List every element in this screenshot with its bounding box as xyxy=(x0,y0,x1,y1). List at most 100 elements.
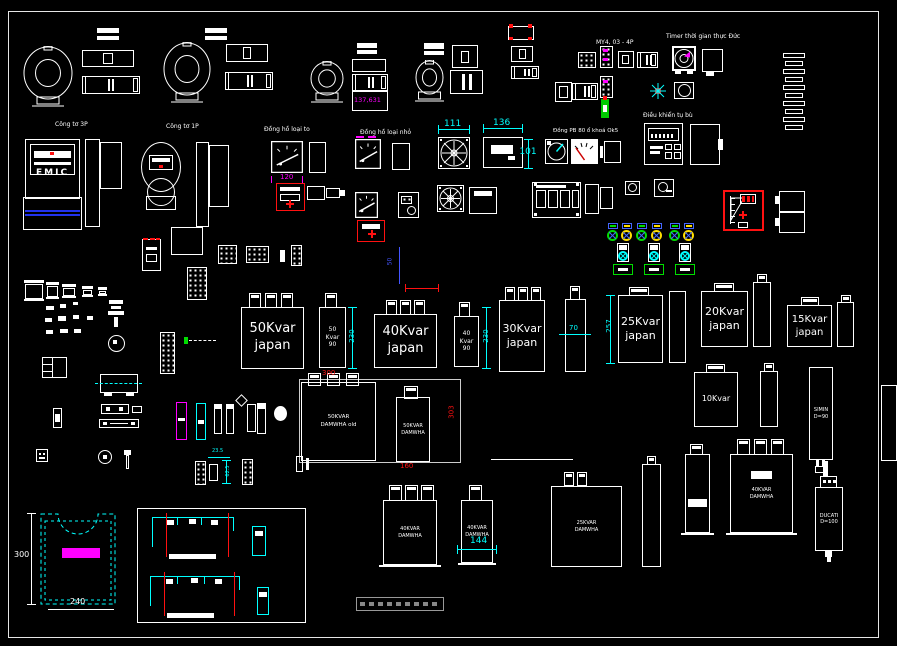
dim-line[interactable] xyxy=(31,513,32,605)
cap-40kvar-japan-part[interactable] xyxy=(388,302,395,305)
busbar-assembly[interactable] xyxy=(152,517,234,518)
magenta-dash[interactable] xyxy=(368,136,376,138)
cooling-fan-small[interactable] xyxy=(437,185,464,212)
busbar-assembly-part[interactable] xyxy=(233,517,234,531)
pilot-lamp-green-part[interactable] xyxy=(669,230,680,241)
cap-25kvar-damwha-part[interactable] xyxy=(566,474,572,477)
pilot-lamp-green-part[interactable] xyxy=(672,225,678,227)
dim-line-blue[interactable] xyxy=(399,247,400,284)
louvre-stack-part[interactable] xyxy=(785,109,803,114)
cap-50kvar-damwha-part[interactable] xyxy=(406,388,416,391)
connector-inner[interactable] xyxy=(519,49,526,59)
round-part[interactable] xyxy=(108,335,125,352)
busbar-assembly-part[interactable] xyxy=(176,517,178,525)
cap-50kvar-damwha-old-part[interactable] xyxy=(310,375,319,378)
terminal-grid[interactable] xyxy=(195,461,206,485)
terminal-grid[interactable] xyxy=(246,246,269,263)
cap-40kvar-damwha-big-part[interactable] xyxy=(737,439,750,455)
my4-relay[interactable] xyxy=(578,52,596,68)
compartment-divider[interactable] xyxy=(42,364,52,365)
support-foot[interactable] xyxy=(104,393,112,396)
cap-40kvar-damwha-b-part[interactable] xyxy=(471,487,480,490)
dots-box[interactable] xyxy=(36,449,48,462)
dim-line[interactable] xyxy=(457,549,497,550)
plc-strip[interactable] xyxy=(536,185,566,188)
emic-terminal-cover[interactable] xyxy=(23,197,82,230)
cap-10kvar[interactable]: 10Kvar xyxy=(694,372,738,427)
dot-bar[interactable] xyxy=(39,457,45,459)
cap-cylinder[interactable] xyxy=(642,464,661,567)
louvre-stack-part[interactable] xyxy=(785,93,803,98)
fuse-window[interactable] xyxy=(198,420,204,424)
relay-side-part[interactable] xyxy=(640,53,641,67)
pilot-lamp-yellow-part[interactable] xyxy=(621,230,632,241)
box-136-stub[interactable] xyxy=(508,156,515,160)
ducati-connector-part[interactable] xyxy=(828,480,831,483)
meter-1p-base[interactable] xyxy=(146,196,176,210)
busbar-clamp-side[interactable] xyxy=(252,526,266,556)
relay-side-part[interactable] xyxy=(591,85,596,98)
ct-small-side-part[interactable] xyxy=(372,77,375,88)
terminal-block[interactable] xyxy=(101,404,129,414)
ct-bar[interactable] xyxy=(205,36,227,40)
dim-box[interactable] xyxy=(352,91,388,111)
cross-target-symbol[interactable] xyxy=(650,83,666,99)
connector-side-part[interactable] xyxy=(523,69,526,76)
cap-50kvar-japan-part[interactable] xyxy=(251,295,259,298)
cap-50kvar-damwha-old-part[interactable] xyxy=(348,375,357,378)
double-box-tab[interactable] xyxy=(775,196,779,204)
pilot-lamp-yellow-part[interactable] xyxy=(624,225,630,227)
pilot-lamp-yellow-part[interactable] xyxy=(653,232,660,239)
dim-tick-red[interactable] xyxy=(405,284,406,292)
post-disc[interactable] xyxy=(108,311,124,315)
fitting[interactable] xyxy=(73,302,78,305)
relay-mark[interactable] xyxy=(603,58,608,61)
plc-side-2[interactable] xyxy=(600,187,613,209)
cap-40kvar-japan-part[interactable] xyxy=(402,302,409,305)
dim-tick[interactable] xyxy=(457,545,458,554)
cap-50kvar-damwha-old[interactable]: 50KVAR DAMWHA old xyxy=(301,382,376,461)
cap-blank[interactable] xyxy=(753,282,771,347)
pilot-lamp-green-part[interactable] xyxy=(639,225,645,227)
connector-front[interactable] xyxy=(511,46,533,62)
ct-3p-side-view-part[interactable] xyxy=(85,77,86,93)
fuse-window[interactable] xyxy=(178,418,185,421)
cap-40kvar-90-part[interactable] xyxy=(459,302,470,317)
cap-20kvar-japan-part[interactable] xyxy=(714,283,734,292)
cap-10kvar-part[interactable] xyxy=(706,364,725,373)
cap-25kvar-japan[interactable]: 25Kvar japan xyxy=(618,295,663,363)
louvre-stack-part[interactable] xyxy=(783,85,805,90)
shelf-line[interactable] xyxy=(491,459,573,460)
meter-1p-window[interactable] xyxy=(149,155,173,170)
push-button-part[interactable] xyxy=(620,253,626,259)
controller-button[interactable] xyxy=(674,144,681,150)
capsule-tip[interactable] xyxy=(603,96,607,100)
cap-30kvar-japan[interactable]: 30Kvar japan xyxy=(499,300,545,372)
cap-15kvar-japan-part[interactable] xyxy=(803,299,817,302)
timer-back[interactable] xyxy=(674,82,694,99)
magenta-dash[interactable] xyxy=(356,136,364,138)
cap-base[interactable] xyxy=(726,533,797,535)
ct-bar[interactable] xyxy=(205,28,227,33)
green-terminal[interactable] xyxy=(675,264,695,275)
terminal-hole[interactable] xyxy=(106,407,110,411)
cap-bushing-part[interactable] xyxy=(759,276,765,279)
ct-1p-side-view-part[interactable] xyxy=(246,75,249,87)
dim-line[interactable] xyxy=(208,457,230,458)
ct-1p-front[interactable] xyxy=(163,42,211,104)
cap-30kvar-japan-part[interactable] xyxy=(531,287,541,301)
push-button-part[interactable] xyxy=(650,245,658,250)
controller-label-bar[interactable] xyxy=(650,146,663,149)
terminal-block-small[interactable] xyxy=(132,406,142,413)
pilot-lamp-green[interactable] xyxy=(637,223,647,229)
cap-50kvar-japan-part[interactable] xyxy=(283,295,291,298)
red-mark[interactable] xyxy=(528,24,532,28)
busbar-slot[interactable] xyxy=(110,423,128,424)
busbar-assembly-part[interactable] xyxy=(204,576,205,584)
plc-side[interactable] xyxy=(585,184,599,214)
cap-70[interactable] xyxy=(565,299,586,372)
spacer-bar[interactable] xyxy=(306,458,309,470)
emic-blue-line[interactable] xyxy=(25,214,80,216)
contactor-window[interactable] xyxy=(146,254,157,262)
cap-blank[interactable] xyxy=(837,302,854,347)
